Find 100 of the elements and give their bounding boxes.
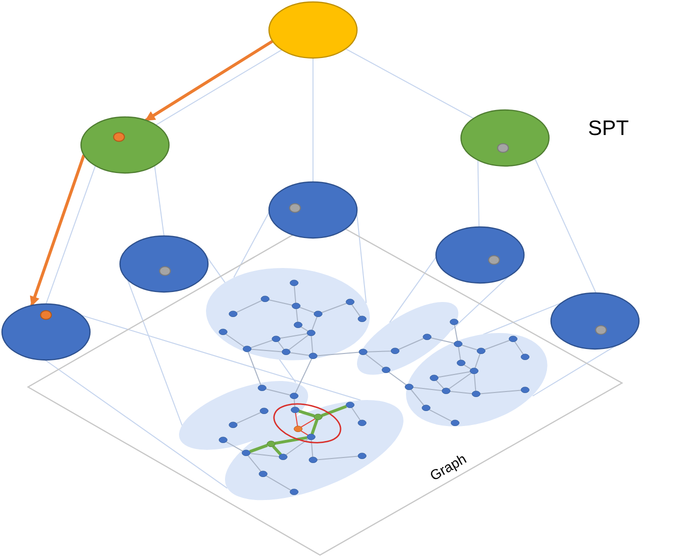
graph-edge: [249, 444, 268, 454]
graph-edge: [310, 419, 318, 435]
graph-edge: [438, 371, 470, 378]
graph-edge: [294, 398, 296, 408]
graph-edge: [272, 445, 282, 456]
tree-node: [81, 117, 169, 173]
graph-edge: [226, 441, 244, 452]
graph-edge: [310, 335, 314, 354]
graph-edge: [474, 353, 480, 369]
graph-vertex: [382, 367, 390, 373]
graph-vertex: [456, 360, 466, 366]
graph-edge: [410, 389, 424, 406]
graph-vertex: [308, 353, 318, 359]
tree-edge: [477, 160, 480, 228]
graph-vertex: [242, 450, 250, 456]
graph-vertex: [520, 387, 530, 393]
graph-vertex: [358, 316, 366, 322]
graph-edge: [366, 350, 392, 352]
graph-edge: [294, 285, 296, 304]
graph-vertex: [278, 454, 288, 460]
projection-line: [233, 212, 270, 278]
graph-edge: [351, 407, 361, 421]
graph-edge: [290, 352, 310, 356]
graph-vertex: [242, 346, 252, 352]
graph-edge: [458, 346, 461, 361]
graph-edge: [436, 380, 444, 390]
graph-edge: [250, 340, 273, 348]
projection-line: [356, 212, 367, 304]
graph-edge: [428, 409, 452, 422]
graph-edge: [310, 439, 314, 458]
graph-edge: [225, 334, 245, 348]
graph-edge: [312, 316, 318, 331]
tree-node: [551, 293, 639, 349]
tree-edge: [534, 158, 596, 294]
graph-edge: [300, 326, 308, 332]
graph-edge: [268, 299, 293, 306]
graph-vertex: [314, 311, 322, 317]
graph-vertex: [520, 354, 530, 360]
graph-edge: [321, 302, 347, 314]
tree-edge: [155, 49, 282, 126]
graph-vertex: [258, 471, 268, 477]
graph-edge: [430, 337, 455, 344]
graph-vertex: [430, 375, 438, 381]
graph-vertex: [290, 489, 298, 495]
graph-vertex: [454, 341, 462, 347]
graph-edge: [484, 340, 510, 350]
graph-edge: [250, 452, 280, 458]
graph-edge: [388, 372, 407, 386]
graph-vertex: [294, 426, 302, 432]
graph-edge: [300, 430, 308, 436]
projection-line: [80, 314, 361, 401]
graph-vertex: [470, 368, 478, 374]
tree-edge: [312, 58, 314, 182]
graph-edge: [278, 341, 284, 350]
graph-edge: [464, 364, 472, 370]
graph-edge: [398, 338, 424, 350]
graph-edge: [248, 455, 262, 472]
graph-edge: [265, 388, 291, 396]
graph-vertex: [282, 349, 290, 355]
graph-vertex: [472, 391, 480, 397]
cluster-region: [357, 302, 459, 374]
graph-vertex: [476, 348, 486, 354]
projection-line: [44, 360, 228, 489]
projection-line: [127, 279, 183, 426]
graph-vertex: [308, 457, 318, 463]
graph-vertex: [290, 280, 298, 286]
graph-edge: [298, 410, 315, 418]
graph-vertex: [390, 348, 400, 354]
projection-line: [532, 345, 616, 396]
cluster-region: [406, 333, 548, 427]
tree-node: [269, 182, 357, 238]
graph-edge: [274, 436, 308, 445]
graph-vertex: [218, 329, 228, 335]
graph-vertex: [294, 322, 302, 328]
tree-edge: [46, 165, 96, 304]
graph-vertex: [404, 384, 414, 390]
graph-vertex: [290, 407, 300, 413]
tree-node: [269, 2, 357, 58]
projection-line: [482, 302, 562, 335]
graph-edge: [316, 456, 358, 460]
graph-edge: [351, 304, 361, 317]
cluster-region: [224, 400, 404, 500]
graph-edge: [248, 351, 262, 386]
cluster-region: [206, 268, 370, 360]
graph-edge: [236, 300, 262, 313]
side-label: SPT: [588, 117, 629, 142]
graph-edge: [365, 354, 384, 368]
graph-edge: [280, 333, 308, 339]
graph-vertex: [306, 434, 316, 440]
graph-vertex: [228, 311, 238, 317]
graph-edge: [454, 324, 458, 342]
graph-edge: [266, 475, 292, 491]
graph-vertex: [346, 402, 354, 408]
graph-vertex: [258, 385, 266, 391]
graph-vertex: [450, 420, 460, 426]
tree-edge: [154, 165, 164, 236]
graph-edge: [285, 438, 309, 456]
graph-edge: [448, 372, 472, 390]
projection-line: [389, 256, 437, 324]
graph-edge: [474, 373, 476, 392]
